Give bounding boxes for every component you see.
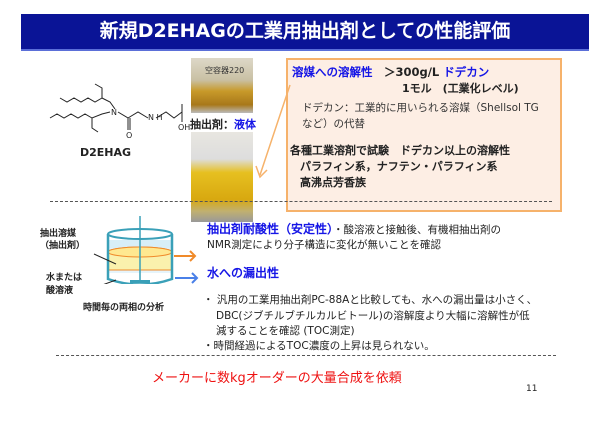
arrow-right-icon [175, 272, 199, 284]
photo-label: 空容器220 [205, 66, 245, 75]
divider [56, 355, 556, 356]
note: など）の代替 [302, 118, 365, 130]
o-atom-label: O [126, 131, 132, 140]
leach-bullet: 減することを確認 (TOC測定) [216, 325, 355, 337]
label-aqueous-phase: 水または [46, 273, 83, 283]
leach-bullet: DBC(ジブチルブチルカルビトール)の溶解度より大幅に溶解性が低 [216, 310, 530, 322]
acid-resistance-line2: NMR測定により分子構造に変化が無いことを確認 [207, 239, 441, 251]
leach-heading: 水への漏出性 [207, 266, 280, 280]
photo-liquid-extractant [191, 132, 253, 222]
beaker-diagram-icon [93, 216, 197, 284]
note: ドデカン：工業的に用いられる溶媒（Shellsol TG [302, 102, 539, 114]
test-result: 高沸点芳香族 [300, 176, 366, 189]
solubility-box: 溶媒への溶解性 ＞300g/L ドデカン 1モル (工業化レベル) ドデカン：工… [286, 58, 562, 212]
test-result: 各種工業溶剤で試験 ドデカン以上の溶解性 [290, 144, 510, 157]
extractant-caption: 抽出剤：液体 [190, 118, 256, 131]
molecule-name: D2EHAG [80, 146, 132, 159]
d2ehag-structure: N N H O OH [49, 83, 190, 140]
acid-resistance-line1: 抽出剤耐酸性（安定性）・酸溶液と接触後、有機相抽出剤の [207, 222, 502, 236]
slide-title: 新規D2EHAGの工業用抽出剤としての性能評価 [21, 14, 589, 51]
label-organic-phase: 抽出溶媒 [40, 229, 77, 239]
label-organic-phase: （抽出剤） [40, 241, 86, 251]
divider [50, 201, 552, 202]
oh-atom-label: OH [178, 123, 190, 132]
label-aqueous-phase: 酸溶液 [46, 286, 74, 296]
solubility-level: 1モル (工業化レベル) [402, 82, 519, 95]
test-result: パラフィン系，ナフテン・パラフィン系 [300, 160, 498, 173]
nh-atom-label: N H [148, 113, 163, 122]
page-number: 11 [526, 384, 538, 394]
leach-bullet: ・時間経過によるTOC濃度の上昇は見られない。 [203, 340, 435, 352]
diagram-caption: 時間毎の両相の分析 [83, 303, 165, 313]
leach-bullet: ・ 汎用の工業用抽出剤PC-88Aと比較しても、水への漏出量は小さく、 [203, 294, 538, 306]
n-atom-label: N [111, 108, 117, 117]
callout-arrow [255, 84, 291, 179]
photo-empty-container: 空容器220 [191, 58, 253, 113]
conclusion-text: メーカーに数kgオーダーの大量合成を依頼 [152, 371, 402, 386]
